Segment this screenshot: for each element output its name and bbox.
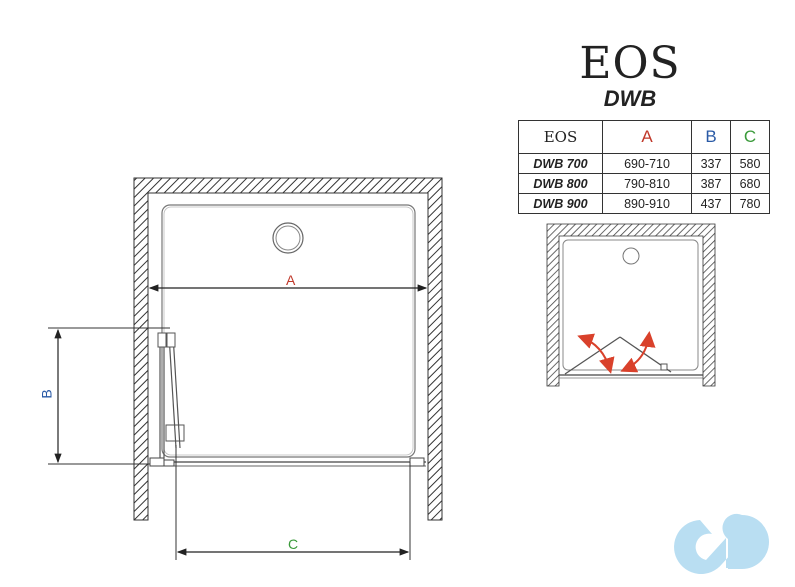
dimension-a-label: A xyxy=(286,272,296,288)
cell-model: DWB 800 xyxy=(518,173,603,194)
dimension-b-label: B xyxy=(38,389,55,399)
cell-model: DWB 900 xyxy=(518,193,603,214)
column-header-a: A xyxy=(602,120,692,154)
drain-icon xyxy=(272,222,304,254)
cell-b: 387 xyxy=(691,173,731,194)
wall-hatch xyxy=(133,177,443,521)
infinity-logo-icon xyxy=(674,513,769,574)
column-header-model: EOS xyxy=(518,120,603,154)
column-header-c: C xyxy=(730,120,770,154)
cell-c: 680 xyxy=(730,173,770,194)
cell-c: 580 xyxy=(730,153,770,174)
cell-c: 780 xyxy=(730,193,770,214)
product-title: EOS xyxy=(579,38,681,89)
cell-b: 437 xyxy=(691,193,731,214)
cell-b: 337 xyxy=(691,153,731,174)
cell-a: 890-910 xyxy=(602,193,692,214)
dimension-table: EOS A B C DWB 700 690-710 337 580 DWB 80… xyxy=(518,120,770,214)
column-header-b: B xyxy=(691,120,731,154)
cell-a: 790-810 xyxy=(602,173,692,194)
dimension-c-label: C xyxy=(288,536,299,552)
cell-model: DWB 700 xyxy=(518,153,603,174)
shower-tray xyxy=(161,204,416,458)
table-row: DWB 900 890-910 437 780 xyxy=(518,193,770,214)
main-plan-view xyxy=(48,177,443,560)
table-row: DWB 700 690-710 337 580 xyxy=(518,153,770,174)
table-header-row: EOS A B C xyxy=(518,120,770,154)
table-row: DWB 800 790-810 387 680 xyxy=(518,173,770,194)
cell-a: 690-710 xyxy=(602,153,692,174)
inset-opening-diagram xyxy=(546,223,716,387)
product-subtitle: DWB xyxy=(603,86,657,111)
